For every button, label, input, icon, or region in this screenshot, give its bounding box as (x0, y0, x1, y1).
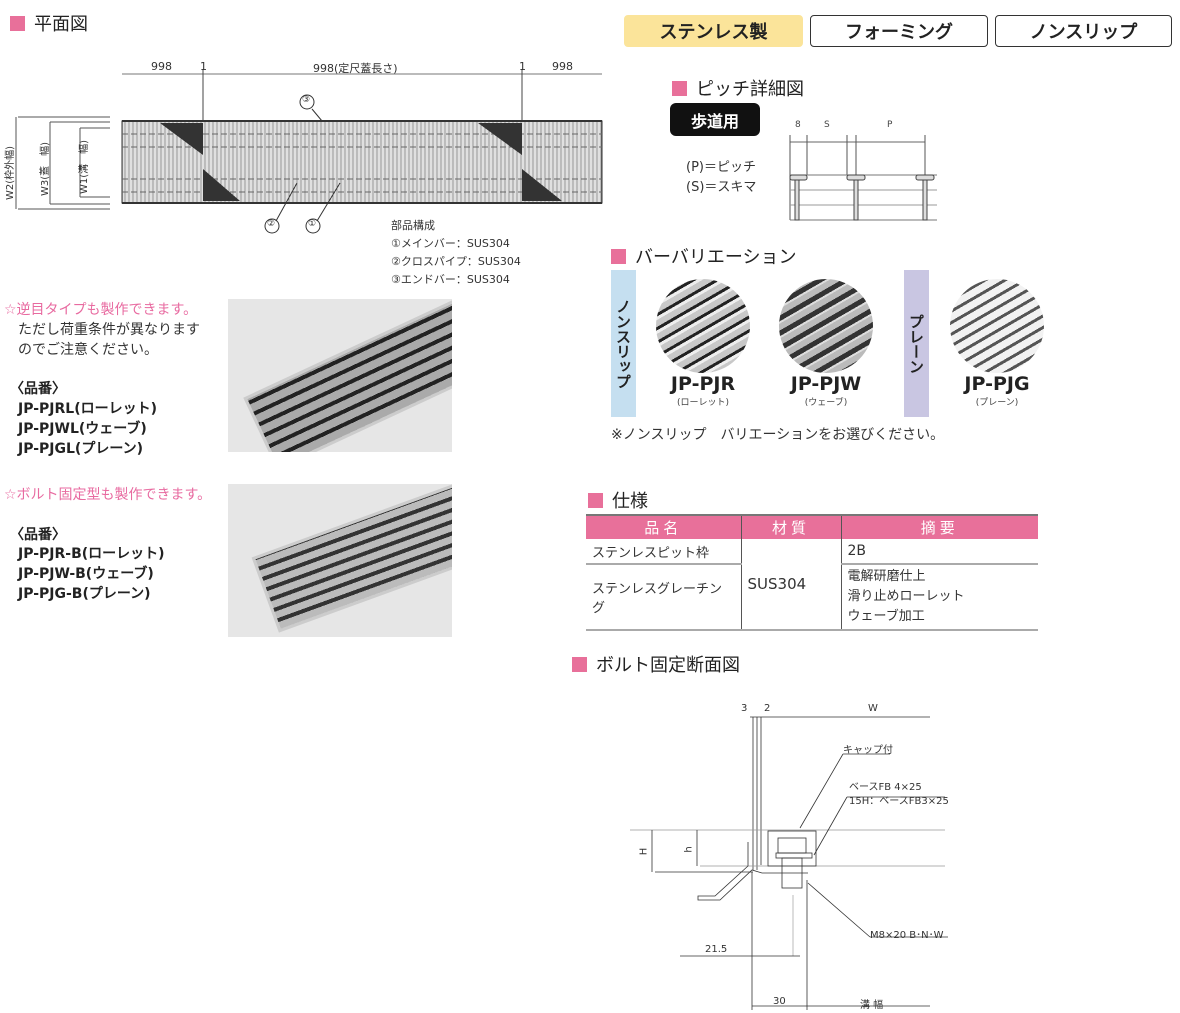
pitch-dim-8: 8 (795, 120, 801, 130)
pitch-heading: ピッチ詳細図 (672, 75, 804, 101)
pjg-bar-image (950, 279, 1044, 373)
spec-table: 品名 材質 摘要 ステンレスピット枠 SUS304 2B ステンレスグレーチング… (586, 514, 1038, 631)
section-dim-2: 2 (764, 703, 771, 714)
row2-notes: 電解研磨仕上 滑り止めローレット ウェーブ加工 (841, 564, 1038, 631)
section-base-label-1: ベースFB 4×25 (849, 782, 922, 793)
heading-marker (672, 80, 687, 96)
legend-gap: (S)＝スキマ (686, 180, 757, 195)
pjr-bar-image (656, 279, 750, 373)
dim-right: 998 (552, 60, 573, 73)
tab-nonslip[interactable]: ノンスリップ (995, 15, 1172, 47)
row2-name: ステンレスグレーチング (586, 564, 741, 631)
plan-heading: 平面図 (10, 10, 88, 36)
bolt-headline: ☆ボルト固定型も製作できます。 (4, 487, 212, 503)
note-line: 滑り止めローレット (847, 589, 965, 604)
section-groove-width: 溝 幅 (860, 1000, 884, 1011)
model-pjr-sub: (ローレット) (676, 398, 730, 408)
section-dim-w: W (868, 703, 878, 714)
header-material: 材質 (741, 514, 842, 539)
row1-note: 2B (841, 539, 1038, 565)
callout-2: ② (267, 219, 276, 229)
note-line: ウェーブ加工 (847, 609, 925, 624)
section-drawing (630, 716, 948, 1010)
reverse-part-label: 〈品番〉 (10, 381, 66, 397)
section-dim-H: H (638, 847, 650, 856)
reverse-grating-photo (228, 299, 452, 452)
section-bolt-label: M8×20 B･N･W (870, 930, 944, 941)
section-dim-30: 30 (773, 996, 786, 1007)
variation-title: バーバリエーション (635, 247, 797, 268)
part-item: ②クロスパイプ：SUS304 (391, 255, 521, 268)
reverse-line-1: ただし荷重条件が異なります (18, 322, 200, 338)
pitch-dim-s: S (824, 120, 830, 130)
row1-name: ステンレスピット枠 (586, 539, 741, 565)
model-pjg-sub: (プレーン) (975, 398, 1019, 408)
bolt-part-label: 〈品番〉 (10, 527, 66, 543)
variation-heading: バーバリエーション (611, 243, 796, 269)
w1-label: W1(溝 幅) (79, 139, 90, 194)
nonslip-band: ノンスリップ (611, 270, 636, 417)
section-heading: ボルト固定断面図 (572, 651, 740, 677)
section-dim-21-5: 21.5 (705, 944, 728, 955)
dim-gap-2: 1 (519, 60, 526, 73)
material-cell: SUS304 (740, 539, 842, 631)
spec-title: 仕様 (612, 491, 648, 512)
bolt-grating-photo (228, 484, 452, 637)
reverse-line-2: のでご注意ください。 (18, 342, 158, 358)
model-pjr: JP-PJR (670, 373, 736, 395)
header-note: 摘要 (841, 514, 1038, 539)
part-item: ①メインバー：SUS304 (391, 237, 510, 250)
variation-note: ※ノンスリップ バリエーションをお選びください。 (611, 427, 945, 443)
legend-pitch: (P)＝ピッチ (686, 160, 756, 175)
heading-marker (10, 15, 25, 31)
dim-left: 998 (151, 60, 172, 73)
bolt-part: JP-PJW-B(ウェーブ) (18, 566, 154, 582)
w2-label: W2(枠外幅) (5, 145, 16, 200)
w3-label: W3(蓋 幅) (40, 141, 51, 196)
section-title: ボルト固定断面図 (596, 655, 740, 676)
dim-center: 998(定尺蓋長さ) (313, 62, 398, 75)
heading-marker (588, 492, 603, 508)
note-line: 電解研磨仕上 (847, 569, 926, 584)
dim-gap-1: 1 (200, 60, 207, 73)
bolt-part: JP-PJG-B(プレーン) (18, 586, 151, 602)
model-pjg: JP-PJG (964, 373, 1030, 395)
model-pjw-sub: (ウェーブ) (804, 398, 848, 408)
part-item: ③エンドバー：SUS304 (391, 273, 510, 286)
spec-heading: 仕様 (588, 487, 648, 513)
header-name: 品名 (586, 514, 742, 539)
pjw-bar-image (779, 279, 873, 373)
reverse-part: JP-PJWL(ウェーブ) (18, 421, 147, 437)
reverse-part: JP-PJGL(プレーン) (18, 441, 144, 457)
model-pjw: JP-PJW (790, 373, 862, 395)
pitch-dim-p: P (887, 120, 893, 130)
section-base-label-2: 15H：ベースFB3×25 (849, 796, 949, 807)
reverse-headline: ☆逆目タイプも製作できます。 (4, 302, 198, 318)
walkway-badge: 歩道用 (670, 103, 760, 136)
reverse-part: JP-PJRL(ローレット) (18, 401, 158, 417)
tab-forming[interactable]: フォーミング (810, 15, 988, 47)
section-cap-label: キャップ付 (843, 745, 893, 756)
heading-marker (572, 656, 587, 672)
section-dim-h: h (683, 846, 695, 853)
pitch-diagram (789, 135, 937, 221)
tab-stainless[interactable]: ステンレス製 (624, 15, 803, 47)
plan-title: 平面図 (34, 14, 88, 35)
parts-title: 部品構成 (391, 219, 435, 232)
heading-marker (611, 248, 626, 264)
plain-band: プレーン (904, 270, 929, 417)
bolt-part: JP-PJR-B(ローレット) (18, 546, 165, 562)
callout-3: ③ (302, 95, 311, 105)
callout-1: ① (308, 219, 317, 229)
plan-drawing (15, 69, 603, 234)
section-dim-3: 3 (741, 703, 748, 714)
pitch-title: ピッチ詳細図 (696, 79, 804, 100)
